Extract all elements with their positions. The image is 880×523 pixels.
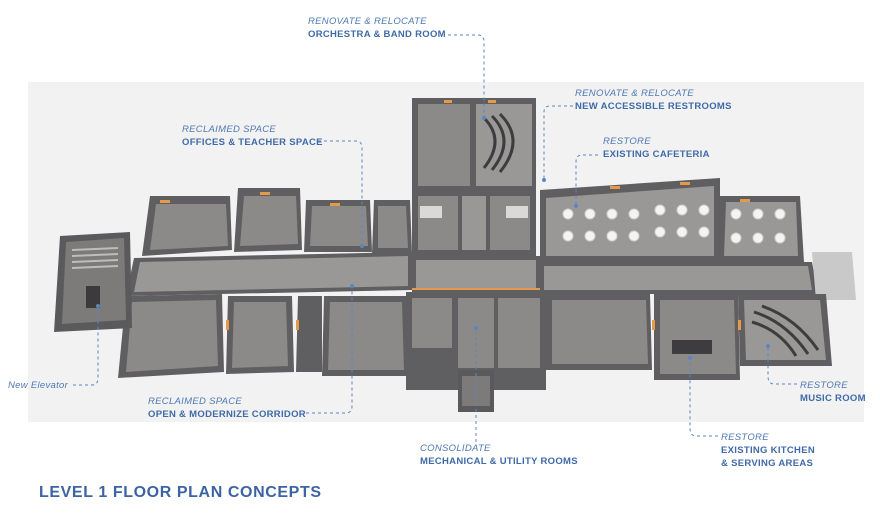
callout-music: RESTORE MUSIC ROOM <box>800 379 866 405</box>
leader-offices <box>318 140 363 246</box>
stair-floor <box>62 238 126 324</box>
callout-title: OFFICES & TEACHER SPACE <box>182 137 323 148</box>
cafeteria-floor <box>546 186 714 256</box>
leader-cafeteria <box>575 154 598 206</box>
elevator-block <box>54 232 132 332</box>
leader-dots <box>96 116 770 360</box>
page-title: LEVEL 1 FLOOR PLAN CONCEPTS <box>39 484 322 501</box>
room-floor <box>378 206 408 248</box>
callout-kicker: New Elevator <box>8 380 69 391</box>
room-block <box>296 296 322 372</box>
cafeteria-tables <box>562 204 786 244</box>
callout-kicker: CONSOLIDATE <box>420 443 491 454</box>
west-wing-north-rooms <box>142 188 412 256</box>
leader-lines <box>73 34 797 442</box>
callout-title: NEW ACCESSIBLE RESTROOMS <box>575 101 732 112</box>
callout-title: EXISTING KITCHEN <box>721 445 816 456</box>
room-floor <box>328 302 404 370</box>
south-center-block <box>406 292 546 412</box>
east-ramp <box>812 252 856 300</box>
center-block <box>412 98 536 256</box>
callout-kicker: RENOVATE & RELOCATE <box>308 16 427 27</box>
callout-title-line2: & SERVING AREAS <box>721 458 814 469</box>
door-highlights <box>160 100 750 330</box>
callout-title: ORCHESTRA & BAND ROOM <box>308 29 446 40</box>
callout-kicker: RECLAIMED SPACE <box>148 396 243 407</box>
east-wing-south <box>546 294 832 380</box>
callout-kicker: RENOVATE & RELOCATE <box>575 88 694 99</box>
callout-corridor: RECLAIMED SPACE OPEN & MODERNIZE CORRIDO… <box>148 395 306 421</box>
room-floor <box>150 204 228 250</box>
leader-orchestra <box>448 34 485 118</box>
east-wing-north <box>540 178 804 262</box>
callout-elevator: New Elevator <box>8 379 68 392</box>
callout-offices: RECLAIMED SPACE OFFICES & TEACHER SPACE <box>182 123 323 149</box>
main-corridor-floor <box>416 260 536 288</box>
room-floor <box>552 300 648 364</box>
callout-kitchen: RESTORE EXISTING KITCHEN & SERVING AREAS <box>721 431 815 470</box>
callout-restrooms: RENOVATE & RELOCATE NEW ACCESSIBLE RESTR… <box>575 87 732 113</box>
callout-kicker: RESTORE <box>721 432 769 443</box>
callout-cafeteria: RESTORE EXISTING CAFETERIA <box>603 135 710 161</box>
room-floor <box>232 302 288 368</box>
callout-mechanical: CONSOLIDATE MECHANICAL & UTILITY ROOMS <box>420 442 578 468</box>
kitchen-floor <box>660 300 736 374</box>
callout-kicker: RESTORE <box>800 380 848 391</box>
leader-kitchen <box>689 358 718 437</box>
east-corridor-floor <box>544 266 812 290</box>
room-floor <box>126 300 218 372</box>
callout-title: MECHANICAL & UTILITY ROOMS <box>420 456 578 467</box>
room-floor <box>240 196 298 246</box>
callout-kicker: RESTORE <box>603 136 651 147</box>
elevator-shaft <box>86 286 100 308</box>
west-corridor-floor <box>134 256 408 292</box>
leader-corridor <box>306 286 353 414</box>
callout-title: EXISTING CAFETERIA <box>603 149 710 160</box>
room-floor <box>310 206 368 246</box>
callout-orchestra: RENOVATE & RELOCATE ORCHESTRA & BAND ROO… <box>308 15 446 41</box>
leader-elevator <box>73 306 99 386</box>
office-floor <box>418 104 470 186</box>
leader-restrooms <box>543 105 573 180</box>
callout-kicker: RECLAIMED SPACE <box>182 124 277 135</box>
callout-title: MUSIC ROOM <box>800 393 866 404</box>
west-wing-south-rooms <box>118 294 408 378</box>
callout-title: OPEN & MODERNIZE CORRIDOR <box>148 409 306 420</box>
